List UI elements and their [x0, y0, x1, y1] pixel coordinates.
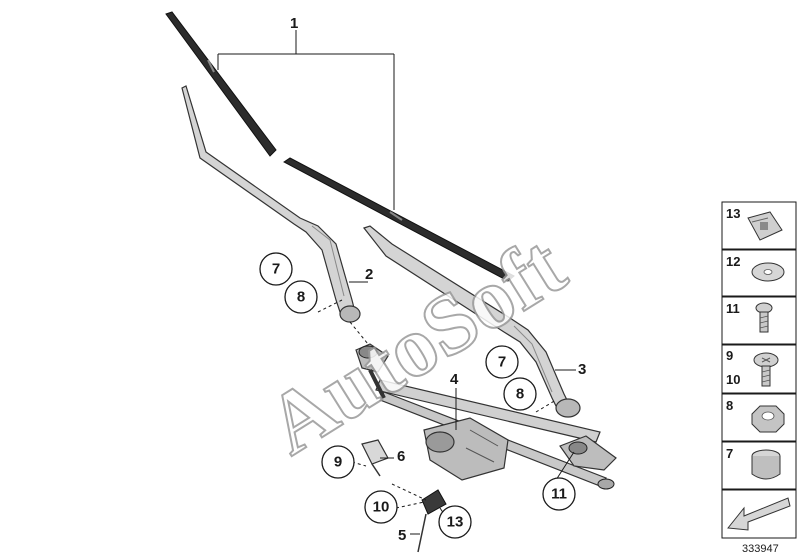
parts-panel: 13 12 11 9 10 [721, 201, 797, 539]
callout-circle-10: 10 [364, 490, 398, 524]
callout-circle-8b: 8 [503, 377, 537, 411]
callout-1-leader [217, 30, 395, 210]
callout-circle-11: 11 [542, 477, 576, 511]
callout-6: 6 [397, 448, 405, 465]
svg-text:8: 8 [516, 386, 524, 403]
svg-text:7: 7 [498, 354, 506, 371]
bolt-icon [753, 352, 779, 387]
washer-icon [751, 262, 785, 282]
wiper-motor [423, 417, 509, 481]
bracket-part-13 [417, 489, 447, 553]
callout-3: 3 [578, 361, 586, 378]
callout-1: 1 [290, 15, 298, 32]
cap-icon [751, 449, 781, 480]
parts-panel-label-11: 11 [726, 301, 740, 316]
hex-nut-icon [751, 405, 785, 433]
svg-text:9: 9 [334, 454, 342, 471]
parts-panel-label-12: 12 [726, 254, 740, 269]
parts-panel-label-7: 7 [726, 446, 733, 461]
callout-circle-7b: 7 [485, 345, 519, 379]
document-number: 333947 [742, 543, 779, 555]
svg-text:10: 10 [373, 499, 390, 516]
callout-circle-8a: 8 [284, 280, 318, 314]
screw-icon [755, 302, 773, 333]
parts-panel-label-10: 10 [726, 372, 740, 387]
clip-nut-icon [747, 211, 783, 241]
parts-panel-label-8: 8 [726, 398, 733, 413]
callout-4: 4 [450, 371, 459, 388]
svg-text:11: 11 [551, 486, 567, 503]
wiper-blade-right [283, 157, 515, 282]
callout-circle-9: 9 [321, 445, 355, 479]
parts-panel-label-9: 9 [726, 348, 733, 363]
parts-panel-label-13: 13 [726, 206, 740, 221]
direction-arrow-icon [727, 497, 791, 531]
leader-lines [317, 281, 576, 535]
wiper-arm-left [181, 85, 361, 323]
callout-circle-7a: 7 [259, 252, 293, 286]
callout-2: 2 [365, 266, 373, 283]
wiper-arm-right [363, 225, 581, 418]
svg-text:7: 7 [272, 261, 280, 278]
callout-5: 5 [398, 527, 406, 544]
svg-text:8: 8 [297, 289, 305, 306]
svg-text:13: 13 [447, 514, 464, 531]
callout-circle-13: 13 [438, 505, 472, 539]
wiper-blade-left [165, 11, 277, 157]
